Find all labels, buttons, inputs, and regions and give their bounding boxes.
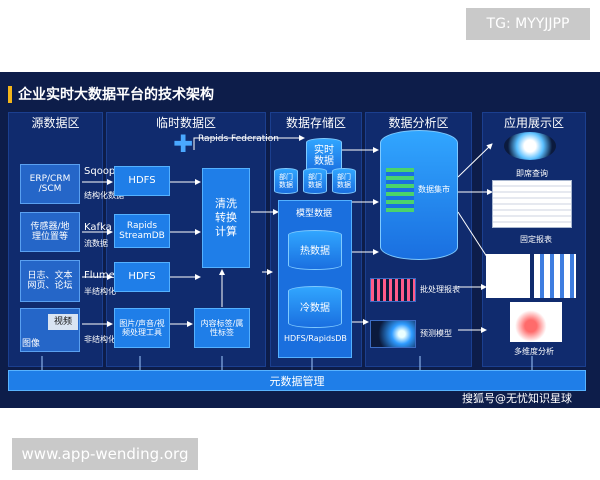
title-accent-bar [8, 86, 12, 103]
storage-dept-label-2: 部门 数据 [308, 172, 322, 189]
architecture-diagram: 企业实时大数据平台的技术架构 源数据区 临时数据区 数据存储区 数据分析区 应用… [0, 72, 600, 408]
source-log: 日志、文本 网页、论坛 [20, 260, 80, 302]
source-video-label: 视频 [48, 314, 78, 330]
app-multi-analysis-label: 多维度分析 [514, 347, 554, 356]
ingest-sqoop: Sqoop [84, 166, 116, 177]
analysis-batch-thumb [370, 278, 416, 302]
storage-dept-label-3: 部门 数据 [337, 172, 351, 189]
source-sensor: 传感器/地 理位置等 [20, 212, 80, 252]
zone-label-analysis: 数据分析区 [388, 116, 449, 130]
analysis-mart-table-thumb [386, 168, 414, 212]
app-multi-analysis-thumb-1 [486, 254, 530, 298]
ingest-kafka: Kafka [84, 222, 112, 233]
storage-dept-data-2 [303, 168, 327, 194]
analysis-data-mart-label: 数据集市 [418, 185, 450, 194]
storage-dept-data-1 [274, 168, 298, 194]
temp-media-tool: 图片/声音/视 频处理工具 [114, 308, 170, 348]
ingest-kafka-type: 流数据 [84, 239, 108, 248]
app-fixed-report-thumb [492, 180, 572, 228]
storage-model-panel [278, 200, 352, 358]
app-multi-analysis-thumb-3 [510, 302, 562, 342]
storage-model-label: 模型数据 [296, 209, 333, 219]
app-multi-analysis-thumb-2 [534, 254, 576, 298]
watermark-top: TG: MYYJJPP [466, 8, 590, 40]
source-credit: 搜狐号@无忧知识星球 [462, 392, 572, 405]
temp-clean-transform: 清洗 转换 计算 [202, 168, 250, 268]
temp-hdfs-1: HDFS [114, 166, 170, 196]
zone-label-temp: 临时数据区 [155, 116, 216, 130]
storage-cold-label: 冷数据 [300, 303, 330, 315]
diagram-title: 企业实时大数据平台的技术架构 [18, 87, 214, 103]
temp-federation-label: Rapids Federation [198, 134, 279, 144]
metadata-management-bar: 元数据管理 [8, 370, 586, 391]
watermark-bottom: www.app-wending.org [12, 438, 198, 470]
storage-hot-data [288, 230, 342, 270]
source-erp-crm: ERP/CRM /SCM [20, 164, 80, 204]
storage-hdfs-rapids-label: HDFS/RapidsDB [284, 334, 347, 343]
connector-arrows [41, 135, 533, 370]
ingest-flume: Flume [84, 270, 115, 281]
app-instant-query-label: 即席查询 [516, 169, 548, 178]
zone-label-storage: 数据存储区 [285, 116, 346, 130]
federation-cross-icon: ✚ [172, 130, 194, 159]
app-instant-query-thumb [504, 132, 556, 160]
app-fixed-report-label: 固定报表 [520, 235, 552, 244]
ingest-sqoop-type: 结构化数据 [84, 191, 124, 200]
zone-label-app: 应用展示区 [503, 116, 564, 130]
temp-hdfs-2: HDFS [114, 262, 170, 292]
storage-dept-label-1: 部门 数据 [279, 172, 293, 189]
ingest-other-type: 非结构化 [84, 335, 116, 344]
temp-content-tag: 内容标签/属 性标签 [194, 308, 250, 348]
temp-rapids-streamdb: Rapids StreamDB [114, 214, 170, 248]
storage-realtime-label: 实时 数据 [314, 144, 334, 168]
zone-label-source: 源数据区 [31, 116, 80, 130]
source-image-label: 图像 [22, 339, 41, 349]
analysis-batch-label: 批处理报表 [420, 285, 460, 294]
storage-cold-data [288, 286, 342, 328]
analysis-predict-thumb [370, 320, 416, 348]
storage-dept-data-3 [332, 168, 356, 194]
analysis-predict-label: 预测模型 [420, 329, 452, 338]
ingest-flume-type: 半结构化 [84, 287, 116, 296]
storage-hot-label: 热数据 [300, 246, 330, 258]
